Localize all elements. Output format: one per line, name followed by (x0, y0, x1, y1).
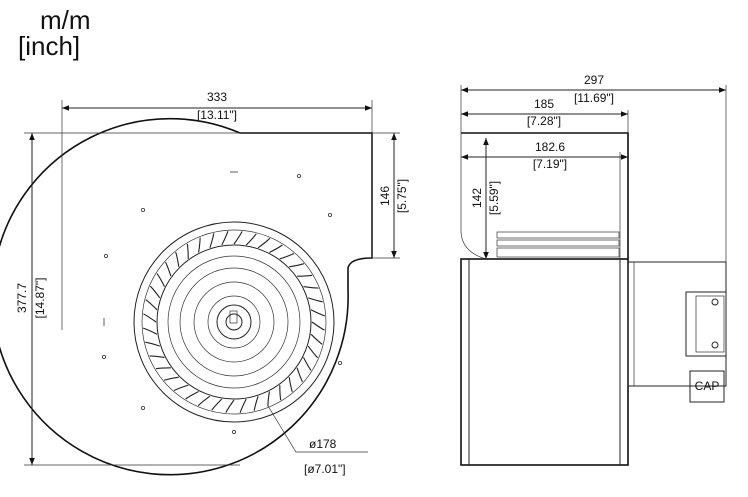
motor-body (627, 261, 727, 387)
impeller-blade (163, 376, 179, 381)
impeller-blade (149, 285, 161, 299)
impeller-blade (198, 237, 201, 253)
impeller-blade (221, 231, 229, 246)
impeller-blade (307, 345, 319, 359)
front-outlet-mm: 146 (378, 186, 392, 206)
impeller-blade (197, 395, 211, 407)
impeller-blade (289, 263, 305, 268)
front-width-inch: [13.11"] (197, 108, 237, 122)
impeller-diameter-mm: ø178 (309, 437, 337, 451)
impeller-blade (145, 299, 158, 311)
terminal-box (685, 291, 727, 357)
impeller-blade (279, 385, 282, 401)
impeller-blade (156, 273, 165, 287)
impeller-blade (257, 237, 271, 249)
impeller-blade (185, 391, 199, 400)
side-view: CAP 297 [11.69"] 185 [7.28"] 182.6 [7.19… (460, 73, 727, 466)
impeller-blade (143, 327, 158, 335)
side-outlet-width-inch: [7.19"] (533, 157, 567, 171)
impeller-blade (269, 244, 283, 253)
impeller-blade (149, 355, 165, 358)
impeller-blade (211, 398, 223, 411)
impeller-diameter-inch: [ø7.01"] (304, 462, 346, 476)
side-overall-inch: [11.69"] (574, 91, 614, 105)
impeller-blade (310, 309, 325, 317)
impeller-blade (145, 341, 160, 347)
impeller-blade (310, 333, 323, 345)
impeller-blade (267, 391, 270, 407)
capacitor-box (689, 370, 725, 403)
unit-imperial-label: [inch] (18, 31, 81, 61)
mounting-holes (102, 171, 342, 434)
impeller-blade (288, 377, 293, 393)
impeller-blade (311, 321, 325, 331)
impeller-blade (279, 253, 295, 260)
front-width-mm: 333 (207, 90, 227, 104)
impeller-blade (143, 313, 157, 323)
impeller-leader (267, 405, 368, 453)
side-housing-inch: [7.28"] (527, 114, 561, 128)
impeller-blade (296, 367, 303, 383)
side-outlet-height-mm: 142 (470, 188, 484, 208)
capacitor-label: CAP (695, 379, 720, 393)
front-outlet-inch: [5.75"] (395, 179, 409, 213)
impeller (133, 221, 335, 423)
scroll-housing-outline (0, 117, 373, 476)
impeller-blade (303, 286, 319, 289)
impeller-blade (165, 261, 172, 277)
front-height-mm: 377.7 (15, 283, 29, 313)
side-housing-mm: 185 (534, 97, 554, 111)
side-housing-body (460, 258, 629, 466)
impeller-blade (233, 231, 243, 245)
side-overall-mm: 297 (584, 73, 604, 87)
impeller-blade (245, 233, 257, 246)
impeller-blade (186, 243, 189, 259)
unit-metric-label: m/m (40, 5, 91, 35)
front-view: 333 [13.11"] 377.7 [14.87"] 146 [5.75"] (0, 90, 409, 476)
impeller-blade (225, 399, 235, 413)
impeller-blade (173, 384, 189, 391)
impeller-blade (303, 357, 312, 371)
side-outlet-width-mm: 182.6 (535, 140, 565, 154)
front-height-inch: [14.87"] (33, 278, 47, 319)
impeller-blade (297, 274, 313, 277)
impeller-blade (155, 367, 171, 370)
impeller-blade (253, 396, 259, 411)
impeller-blade (308, 297, 323, 303)
impeller-blade (175, 251, 180, 267)
impeller-blade (239, 398, 247, 413)
side-outlet-height-inch: [5.59"] (487, 181, 501, 215)
impeller-blade (209, 233, 215, 248)
